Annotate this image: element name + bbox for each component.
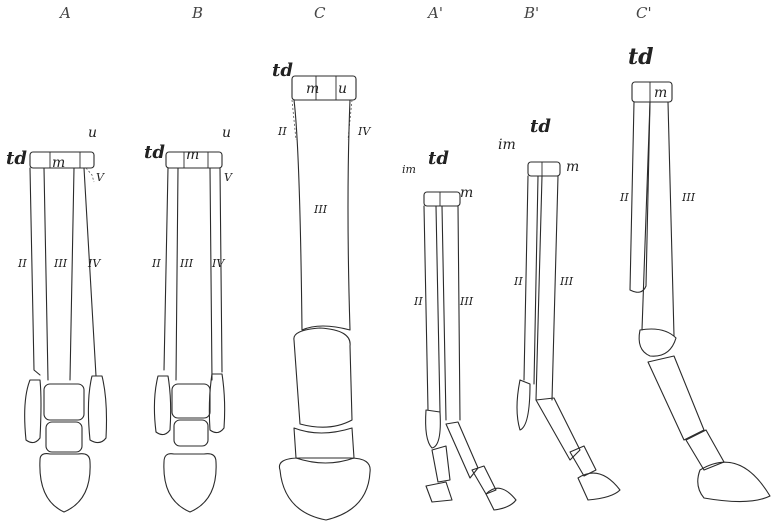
- hoof-a: [40, 454, 90, 512]
- label-iii-a: III: [54, 258, 67, 269]
- metacarpal-iv-a: [84, 168, 96, 376]
- metacarpal-ii-b-prime: [524, 176, 538, 384]
- panel-label-a-prime: A': [428, 6, 443, 21]
- phalanx-1-c: [294, 328, 352, 427]
- hoof-c: [279, 458, 370, 520]
- metacarpal-iv-b: [220, 168, 222, 372]
- phalanx-2-b: [174, 420, 208, 446]
- lateral-toe-a-prime: [426, 410, 441, 448]
- carpal-row-b-prime: [528, 162, 560, 176]
- label-iii-a-prime: III: [460, 296, 473, 307]
- label-m-a-prime: m: [460, 186, 473, 200]
- label-td-c-prime: td: [628, 46, 654, 68]
- phalanx-1-b: [172, 384, 210, 418]
- phalanx-2-a: [46, 422, 82, 452]
- hoof-b: [164, 454, 216, 512]
- lateral-toe-left-a: [25, 380, 41, 443]
- label-ii-c: II: [278, 126, 287, 137]
- label-iii-c-prime: III: [682, 192, 695, 203]
- label-m-a: m: [52, 156, 65, 170]
- label-iii-b: III: [180, 258, 193, 269]
- label-ii-b-prime: II: [514, 276, 523, 287]
- label-ii-c-prime: II: [620, 192, 629, 203]
- lateral-toe-b-prime: [517, 380, 530, 430]
- panel-label-c: C: [314, 6, 325, 21]
- metacarpal-iii-b-prime: [536, 176, 558, 400]
- label-u-a: u: [88, 126, 97, 140]
- label-td-b: td: [144, 144, 165, 162]
- label-iv-c: IV: [358, 126, 370, 137]
- label-m-c-prime: m: [654, 86, 667, 100]
- label-m-c: m: [306, 82, 319, 96]
- phalanx-1-c-prime: [648, 356, 704, 440]
- label-iii-c: III: [314, 204, 327, 215]
- label-u-c: u: [338, 82, 347, 96]
- metacarpal-iii-a-prime: [442, 206, 460, 420]
- label-td-a-prime: td: [428, 150, 449, 168]
- metacarpal-ii-a-prime: [424, 206, 440, 412]
- metacarpal-iii-a: [44, 168, 74, 380]
- hoof-a-prime: [486, 488, 516, 510]
- panel-label-c-prime: C': [636, 6, 652, 21]
- carpal-row-a-prime: [424, 192, 460, 206]
- label-m-b-prime: m: [566, 160, 579, 174]
- foot-c: [279, 76, 370, 520]
- metacarpal-ii-b: [164, 168, 168, 370]
- label-m-b: m: [186, 148, 199, 162]
- metacarpal-iii-c-prime: [642, 102, 674, 336]
- lateral-toe-right-a: [88, 376, 106, 443]
- label-im-b-prime: im: [498, 138, 516, 152]
- lateral-toe-right-b: [209, 374, 224, 433]
- lateral-toe-left-b: [154, 376, 170, 435]
- label-ii-a: II: [18, 258, 27, 269]
- label-ii-a-prime: II: [414, 296, 423, 307]
- label-v-a: V: [96, 172, 104, 183]
- label-td-a: td: [6, 150, 27, 168]
- panel-label-a: A: [60, 6, 71, 21]
- label-v-b: V: [224, 172, 232, 183]
- phalanx-2-b-prime: [570, 446, 596, 476]
- foot-b: [154, 152, 224, 512]
- label-iv-a: IV: [88, 258, 100, 269]
- phalanx-1-a: [44, 384, 84, 420]
- foot-c-prime: [630, 82, 770, 502]
- label-td-c: td: [272, 62, 293, 80]
- metacarpal-iii-b: [176, 168, 212, 380]
- label-iv-b: IV: [212, 258, 224, 269]
- hoof-b-prime: [578, 473, 620, 500]
- fetlock-c-prime: [639, 329, 676, 356]
- label-td-b-prime: td: [530, 118, 551, 136]
- panel-label-b: B: [192, 6, 203, 21]
- label-ii-b: II: [152, 258, 161, 269]
- label-u-b: u: [222, 126, 231, 140]
- label-iii-b-prime: III: [560, 276, 573, 287]
- panel-label-b-prime: B': [524, 6, 539, 21]
- foot-a-prime: [424, 192, 516, 510]
- label-im-a-prime: im: [402, 164, 416, 175]
- metacarpal-ii-a: [30, 168, 40, 375]
- foot-a: [25, 152, 107, 512]
- foot-b-prime: [517, 162, 620, 500]
